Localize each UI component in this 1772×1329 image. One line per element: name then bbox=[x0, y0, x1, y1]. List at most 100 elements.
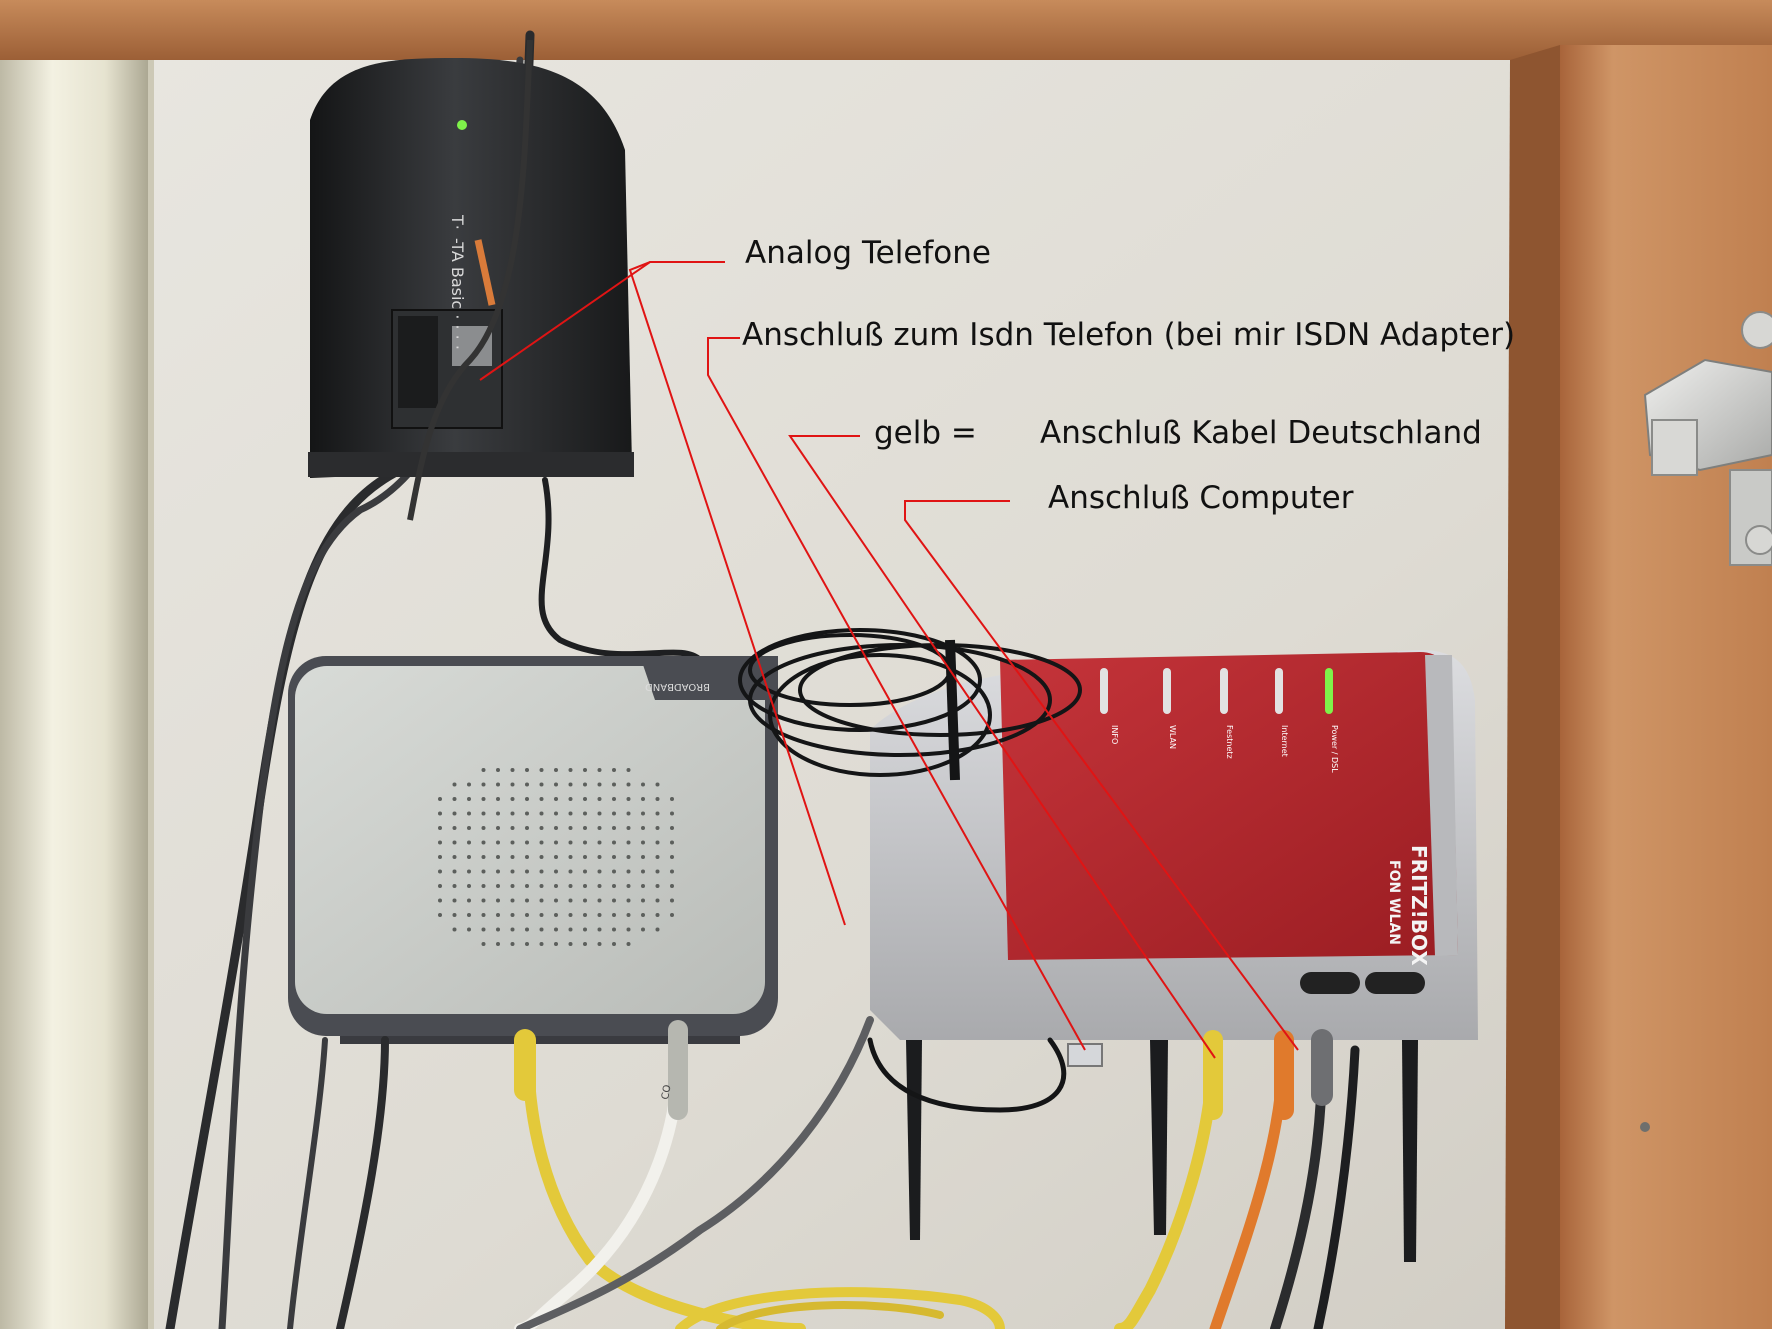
grille-dot bbox=[641, 898, 645, 903]
grille-dot bbox=[583, 869, 587, 874]
grille-dot bbox=[554, 913, 558, 917]
cabinet-door bbox=[1560, 45, 1772, 1329]
grille-dot bbox=[481, 927, 486, 932]
grille-dot bbox=[655, 927, 660, 932]
grille-dot bbox=[655, 855, 660, 859]
cabinet-top bbox=[0, 0, 1772, 60]
grille-dot bbox=[655, 826, 660, 830]
grille-dot bbox=[597, 768, 602, 772]
label-isdn-anschluss: Anschluß zum Isdn Telefon (bei mir ISDN … bbox=[742, 317, 1516, 353]
grille-dot bbox=[510, 855, 515, 859]
grille-dot bbox=[525, 782, 529, 787]
grille-dot bbox=[641, 826, 645, 830]
grille-dot bbox=[438, 840, 442, 845]
grille-dot bbox=[597, 898, 602, 903]
led-label-info: INFO bbox=[1110, 725, 1119, 744]
grille-dot bbox=[670, 811, 674, 816]
grille-dot bbox=[525, 797, 529, 801]
grille-dot bbox=[554, 855, 558, 859]
grille-dot bbox=[612, 927, 616, 932]
grille-dot bbox=[481, 869, 486, 874]
grille-dot bbox=[438, 884, 442, 888]
grille-dot bbox=[554, 826, 558, 830]
grille-dot bbox=[481, 782, 486, 787]
grille-dot bbox=[655, 782, 660, 787]
grille-dot bbox=[467, 913, 471, 917]
grille-dot bbox=[626, 855, 631, 859]
grille-dot bbox=[554, 797, 558, 801]
grille-dot bbox=[481, 942, 486, 946]
grille-dot bbox=[597, 797, 602, 801]
grille-dot bbox=[467, 869, 471, 874]
grille-dot bbox=[481, 797, 486, 801]
grille-dot bbox=[525, 840, 529, 845]
grille-dot bbox=[554, 869, 558, 874]
grille-dot bbox=[452, 782, 457, 787]
grille-dot bbox=[655, 811, 660, 816]
ntba-device: T· -TA Basic · · · · bbox=[308, 58, 634, 478]
grille-dot bbox=[583, 811, 587, 816]
grille-dot bbox=[554, 927, 558, 932]
grille-dot bbox=[452, 855, 457, 859]
grille-dot bbox=[583, 942, 587, 946]
grille-dot bbox=[612, 768, 616, 772]
left-pipe bbox=[0, 60, 150, 1329]
grille-dot bbox=[510, 927, 515, 932]
grille-dot bbox=[641, 840, 645, 845]
label-analog-telefone: Analog Telefone bbox=[745, 235, 991, 271]
grille-dot bbox=[496, 942, 500, 946]
router-brand: FRITZ!BOX bbox=[1407, 845, 1431, 966]
grille-dot bbox=[568, 927, 573, 932]
grille-dot bbox=[583, 782, 587, 787]
grille-dot bbox=[539, 768, 544, 772]
grille-dot bbox=[626, 782, 631, 787]
ntba-status-led bbox=[457, 120, 467, 130]
grille-dot bbox=[612, 840, 616, 845]
grille-dot bbox=[597, 826, 602, 830]
grille-dot bbox=[481, 855, 486, 859]
grille-dot bbox=[525, 898, 529, 903]
grille-dot bbox=[626, 826, 631, 830]
grille-dot bbox=[583, 855, 587, 859]
grille-dot bbox=[626, 840, 631, 845]
grille-dot bbox=[568, 840, 573, 845]
grille-dot bbox=[626, 797, 631, 801]
grille-dot bbox=[612, 782, 616, 787]
grille-dot bbox=[496, 869, 500, 874]
grille-dot bbox=[481, 898, 486, 903]
grille-dot bbox=[510, 840, 515, 845]
grille-dot bbox=[554, 884, 558, 888]
grille-dot bbox=[554, 768, 558, 772]
grille-dot bbox=[467, 884, 471, 888]
grille-dot bbox=[525, 884, 529, 888]
grille-dot bbox=[612, 898, 616, 903]
grille-dot bbox=[670, 898, 674, 903]
grille-dot bbox=[597, 927, 602, 932]
grille-dot bbox=[438, 913, 442, 917]
grille-dot bbox=[612, 811, 616, 816]
grille-dot bbox=[568, 826, 573, 830]
grille-dot bbox=[626, 884, 631, 888]
grille-dot bbox=[626, 768, 631, 772]
grille-dot bbox=[481, 811, 486, 816]
grille-dot bbox=[525, 942, 529, 946]
grille-dot bbox=[568, 811, 573, 816]
grille-dot bbox=[626, 913, 631, 917]
grille-dot bbox=[554, 898, 558, 903]
grille-dot bbox=[510, 913, 515, 917]
grille-dot bbox=[641, 782, 645, 787]
grille-dot bbox=[655, 884, 660, 888]
grille-dot bbox=[655, 797, 660, 801]
grille-dot bbox=[467, 840, 471, 845]
grille-dot bbox=[626, 942, 631, 946]
grille-dot bbox=[539, 942, 544, 946]
grille-dot bbox=[655, 898, 660, 903]
grille-dot bbox=[554, 782, 558, 787]
grille-dot bbox=[597, 840, 602, 845]
grille-dot bbox=[597, 855, 602, 859]
grille-dot bbox=[525, 869, 529, 874]
grille-dot bbox=[467, 782, 471, 787]
grille-dot bbox=[467, 797, 471, 801]
grille-dot bbox=[452, 884, 457, 888]
led-label-internet: Internet bbox=[1280, 725, 1289, 757]
